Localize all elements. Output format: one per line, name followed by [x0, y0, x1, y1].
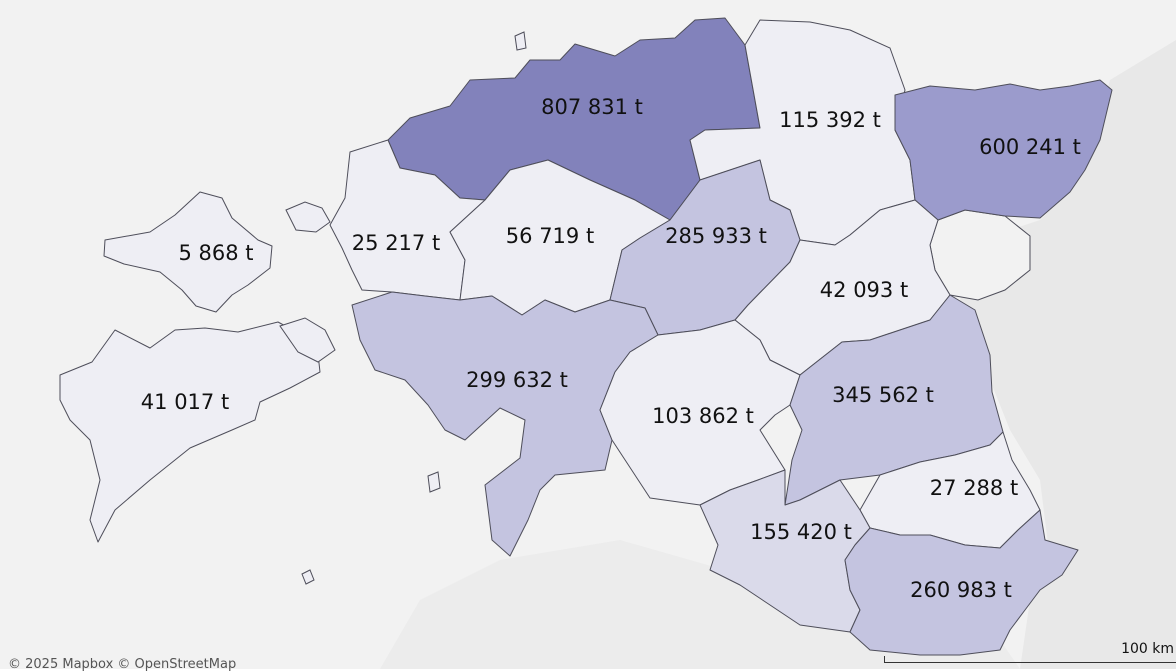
region-label-viljandi: 103 862 t	[652, 404, 754, 428]
island-shape	[279, 317, 336, 363]
island-shape	[514, 31, 527, 51]
region-label-saare: 41 017 t	[141, 390, 229, 414]
region-label-tartu: 345 562 t	[832, 383, 934, 407]
scale-bar	[884, 656, 1176, 663]
region-label-hiiu: 5 868 t	[178, 241, 253, 265]
scale-label: 100 km	[1121, 641, 1174, 657]
region-label-harju: 807 831 t	[541, 95, 643, 119]
region-label-jogeva: 42 093 t	[820, 278, 908, 302]
region-label-rapla: 56 719 t	[506, 224, 594, 248]
region-label-ida-viru: 600 241 t	[979, 135, 1081, 159]
region-label-valga: 155 420 t	[750, 520, 852, 544]
island-shape	[301, 569, 315, 585]
region-label-jarva: 285 933 t	[665, 224, 767, 248]
region-voru[interactable]	[844, 509, 1079, 656]
region-label-voru: 260 983 t	[910, 578, 1012, 602]
region-hiiu[interactable]	[103, 191, 273, 313]
map-attribution[interactable]: © 2025 Mapbox © OpenStreetMap	[8, 657, 237, 672]
region-label-laane: 25 217 t	[352, 231, 440, 255]
island-shape	[427, 471, 441, 493]
land-east	[960, 40, 1176, 669]
region-parnu[interactable]	[351, 291, 659, 557]
region-label-polva: 27 288 t	[930, 476, 1018, 500]
island-shape	[285, 201, 331, 233]
region-label-parnu: 299 632 t	[466, 368, 568, 392]
region-saare[interactable]	[59, 321, 321, 543]
region-label-laane-viru: 115 392 t	[779, 108, 881, 132]
